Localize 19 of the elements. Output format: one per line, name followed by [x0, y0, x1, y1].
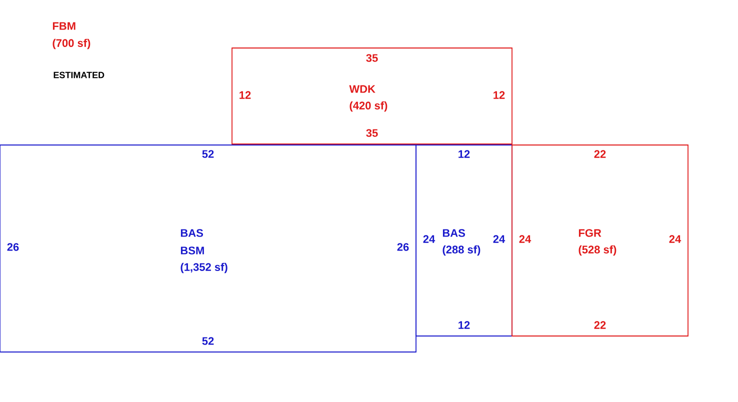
dimension-label: 22 — [594, 150, 606, 158]
dimension-label: 24 — [423, 235, 436, 243]
note-text: (700 sf) — [52, 38, 90, 50]
note-text: FBM — [52, 22, 76, 30]
dimension-label: 52 — [202, 150, 214, 158]
dimension-label: 35 — [366, 54, 378, 62]
dimension-label: 24 — [519, 235, 532, 243]
dimension-label: 12 — [494, 91, 505, 99]
dimension-label: 12 — [458, 150, 470, 158]
dimension-label: 12 — [458, 321, 470, 329]
dimension-label: 26 — [397, 243, 409, 251]
dimension-label: 12 — [240, 91, 251, 99]
note-text: ESTIMATED — [54, 72, 104, 78]
dimension-label: 24 — [669, 235, 682, 243]
dimension-label: 35 — [366, 129, 378, 137]
dimension-label: 26 — [7, 243, 19, 251]
dimension-label: 52 — [202, 337, 214, 345]
dimension-label: 24 — [493, 235, 506, 243]
dimension-label: 22 — [594, 321, 606, 329]
